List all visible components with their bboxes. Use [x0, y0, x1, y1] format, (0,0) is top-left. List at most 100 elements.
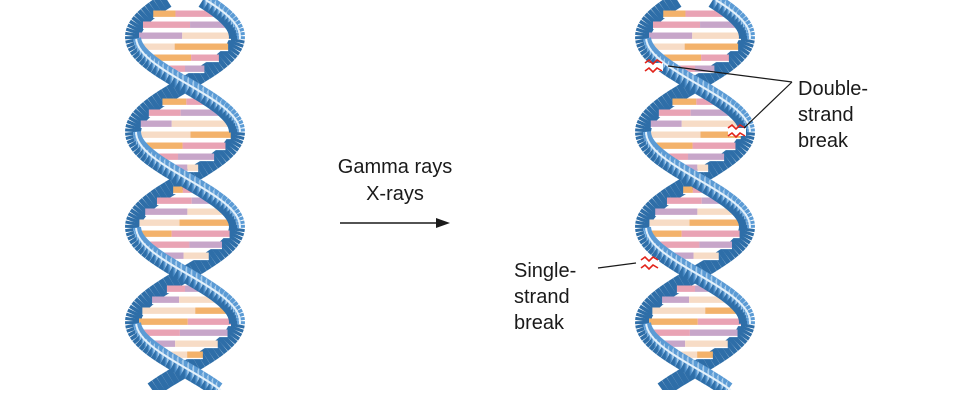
- strand-highlight: [656, 56, 662, 61]
- backbone-strand-b: [726, 101, 741, 118]
- backbone-strand-a: [143, 98, 158, 115]
- backbone-strand-a: [725, 242, 739, 259]
- backbone-strand-b: [723, 338, 738, 355]
- backbone-strand-b: [129, 232, 145, 245]
- backbone-strand-b: [639, 19, 655, 32]
- break-mark-icon: [644, 66, 663, 74]
- backbone-strand-a: [641, 301, 657, 314]
- strand-highlight: [678, 167, 685, 172]
- backbone-strand-a: [711, 62, 725, 79]
- backbone-strand-a: [724, 194, 738, 211]
- strand-highlight: [654, 149, 659, 154]
- break-marks: [640, 58, 746, 271]
- backbone-strand-a: [715, 377, 729, 390]
- base-pair: [671, 252, 694, 260]
- base-pair: [700, 131, 741, 139]
- strand-highlight: [676, 71, 683, 76]
- strand-highlight: [700, 275, 707, 280]
- backbone-strand-a: [225, 19, 241, 32]
- backbone-strand-b: [212, 149, 227, 166]
- strand-highlight: [716, 95, 723, 100]
- backbone-strand-b: [149, 248, 163, 265]
- base-pair: [189, 241, 222, 249]
- backbone-strand-b: [705, 161, 719, 178]
- backbone-strand-b: [219, 144, 234, 159]
- base-pair: [652, 329, 690, 337]
- strand-highlight: [146, 341, 152, 346]
- base-pair: [151, 54, 192, 62]
- strand-highlight: [179, 269, 187, 274]
- base-pair: [662, 340, 686, 348]
- backbone-strand-b: [673, 257, 687, 274]
- backbone-strand-a: [203, 0, 217, 13]
- backbone-strand-a: [671, 86, 685, 103]
- base-pair: [191, 197, 214, 205]
- strand-highlight: [748, 221, 751, 226]
- strand-highlight: [191, 371, 199, 376]
- backbone-strand-b: [188, 272, 202, 289]
- strand-highlight: [715, 284, 722, 289]
- backbone-strand-a: [737, 39, 754, 48]
- backbone-strand-b: [736, 308, 753, 319]
- backbone-strand-b: [669, 182, 684, 199]
- backbone-strand-a: [733, 235, 749, 248]
- backbone-strand-a: [670, 350, 684, 367]
- strand-highlight: [230, 113, 235, 118]
- backbone-strand-b: [131, 235, 147, 248]
- backbone-strand-b: [134, 237, 149, 252]
- base-pair: [649, 219, 690, 227]
- backbone-strand-b: [160, 65, 174, 82]
- strand-highlight: [645, 134, 649, 139]
- base-pair-rungs: [139, 10, 231, 360]
- base-pair: [697, 164, 709, 172]
- strand-highlight: [227, 110, 232, 115]
- strand-highlight: [140, 335, 145, 340]
- backbone-strand-b: [129, 208, 146, 221]
- backbone-strand-b: [216, 101, 231, 118]
- strand-highlight: [672, 68, 678, 73]
- strand-highlight: [720, 2, 726, 7]
- backbone-strand-b: [125, 27, 143, 36]
- strand-highlight: [725, 101, 732, 106]
- backbone-strand-a: [640, 139, 656, 152]
- strand-highlight: [746, 311, 750, 316]
- strand-highlight: [646, 137, 650, 142]
- backbone-strand-a: [211, 380, 223, 390]
- backbone-strand-a: [721, 2, 736, 19]
- backbone-strand-b: [657, 380, 669, 390]
- backbone-strand-b: [679, 71, 694, 88]
- backbone-strand-a: [711, 185, 725, 202]
- backbone-strand-b: [228, 132, 245, 141]
- base-pair: [650, 120, 682, 128]
- base-pair: [695, 65, 715, 73]
- backbone-strand-a: [705, 371, 719, 388]
- backbone-strand-b: [151, 377, 165, 390]
- strand-highlight: [136, 137, 140, 142]
- base-pair: [153, 10, 176, 18]
- backbone-strand-b: [644, 237, 659, 252]
- backbone-strand-b: [137, 9, 152, 24]
- backbone-strand-a: [650, 290, 665, 307]
- strand-highlight: [693, 176, 700, 181]
- backbone-strand-b: [660, 59, 675, 76]
- backbone-strand-b: [725, 290, 740, 307]
- backbone-strand-b: [195, 161, 209, 178]
- backbone-strand-a: [732, 45, 748, 60]
- backbone-strand-a: [647, 294, 662, 309]
- backbone-strand-b: [227, 119, 244, 130]
- backbone-strand-a: [147, 95, 162, 112]
- strand-highlight: [135, 323, 138, 328]
- backbone-strand-b: [635, 228, 653, 237]
- strand-highlight: [707, 89, 714, 94]
- base-pair: [661, 54, 702, 62]
- base-pair: [140, 120, 172, 128]
- strand-highlight: [147, 152, 153, 157]
- backbone-strand-a: [636, 119, 653, 130]
- single-strand-leader: [597, 262, 637, 269]
- damaged-dna-helix: [635, 0, 755, 390]
- backbone-strand-a: [187, 176, 201, 193]
- strand-highlight: [724, 5, 730, 10]
- strand-highlight: [659, 59, 665, 64]
- backbone-strand-b: [226, 326, 243, 337]
- backbone-strand-a: [127, 308, 144, 319]
